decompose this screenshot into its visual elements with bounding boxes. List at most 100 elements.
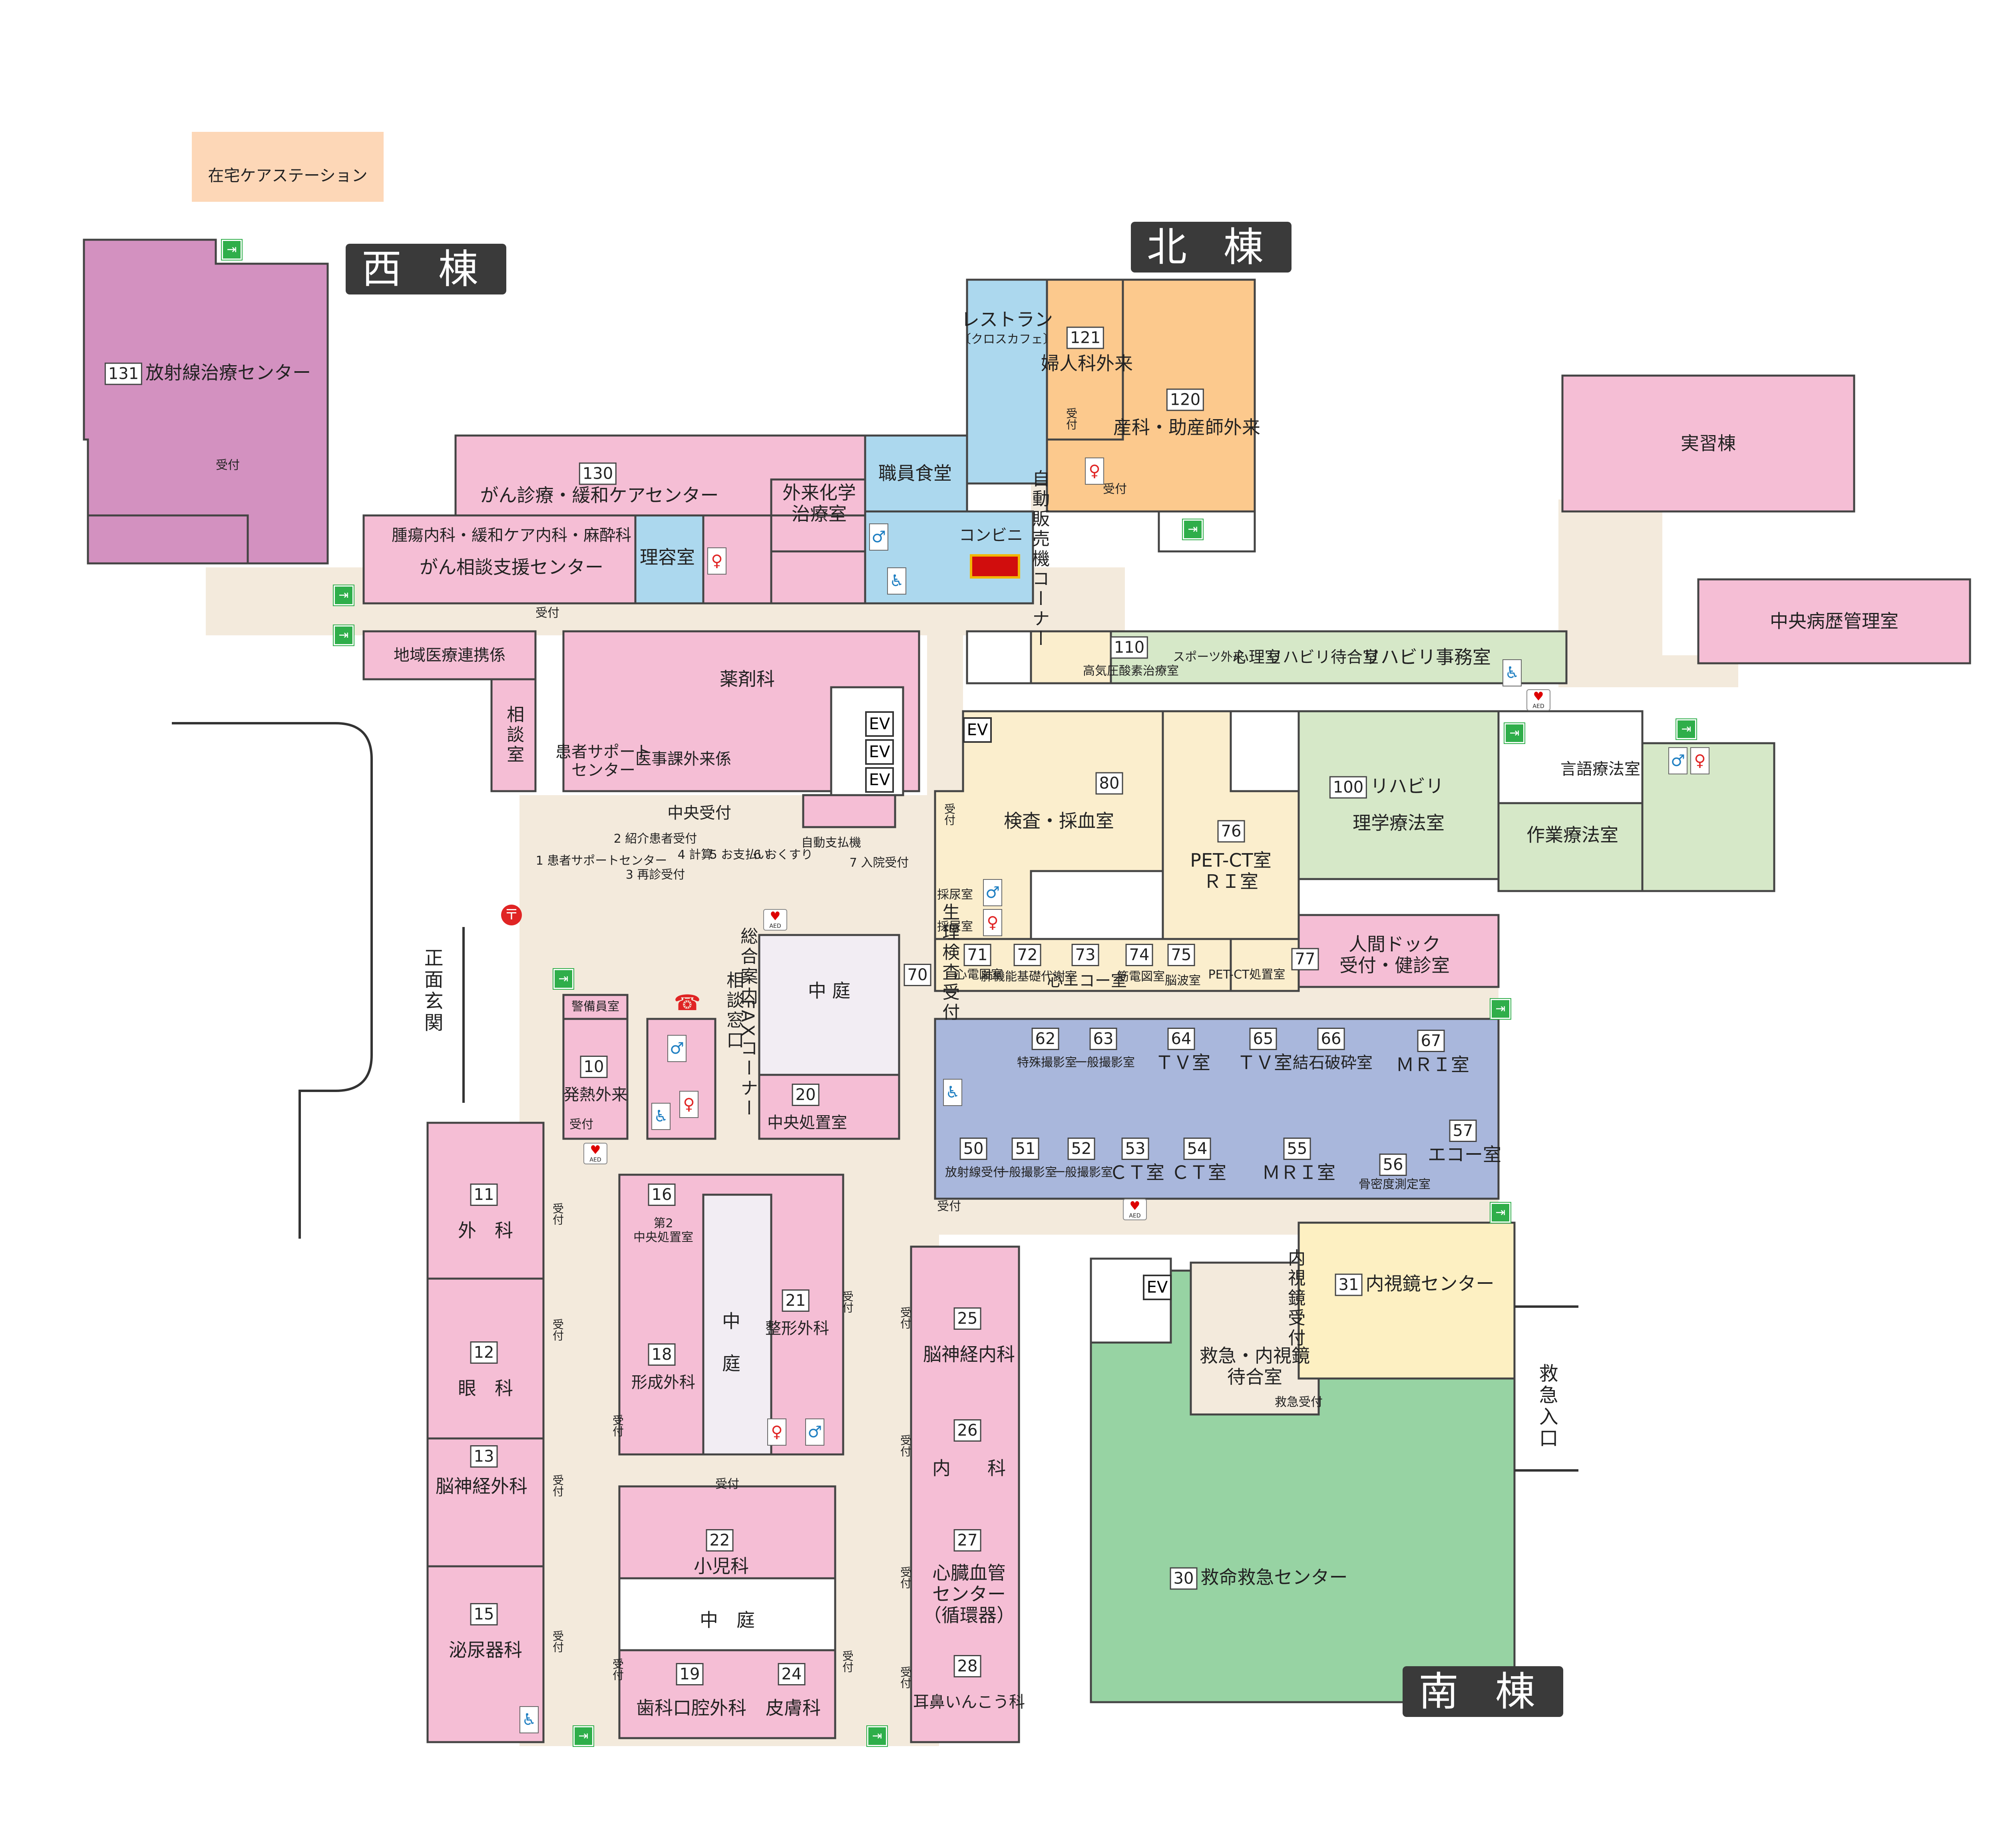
room-staff-cafeteria[interactable]: 職員食堂 xyxy=(878,462,952,484)
room-security[interactable]: 警備員室 xyxy=(571,999,619,1014)
elevator-2[interactable]: EV xyxy=(865,739,894,765)
room-63-number: 63 xyxy=(1089,1028,1120,1050)
room-pt[interactable]: 理学療法室 xyxy=(1353,812,1445,834)
room-121[interactable]: 婦人科外来 xyxy=(1041,352,1133,374)
room-65[interactable]: ＴＶ室 xyxy=(1237,1052,1292,1074)
room-consult[interactable]: 相談室 xyxy=(503,705,524,765)
room-13[interactable]: 脳神経外科 xyxy=(436,1475,527,1497)
consult-window[interactable]: 相談窓口 xyxy=(723,971,744,1051)
room-10[interactable]: 発熱外来 xyxy=(563,1086,627,1104)
room-63[interactable]: 一般撮影室 xyxy=(1075,1055,1135,1070)
room-74[interactable]: 筋電図室 xyxy=(1117,969,1165,984)
room-51[interactable]: 一般撮影室 xyxy=(997,1165,1057,1180)
room-urine-1[interactable]: 採尿室 xyxy=(937,887,973,902)
courtyard-1-label: 中 庭 xyxy=(808,980,851,1002)
room-medical-affairs[interactable]: 医事課外来係 xyxy=(635,750,731,768)
room-76[interactable]: PET-CT室 ＲＩ室 xyxy=(1190,849,1272,892)
room-56[interactable]: 骨密度測定室 xyxy=(1359,1177,1431,1192)
room-77[interactable]: 人間ドック 受付・健診室 xyxy=(1339,933,1450,976)
room-130-sub2[interactable]: がん相談支援センター xyxy=(420,556,603,578)
elevator-4[interactable]: EV xyxy=(963,717,992,743)
room-62[interactable]: 特殊撮影室 xyxy=(1017,1055,1077,1070)
room-57[interactable]: エコー室 xyxy=(1428,1144,1501,1166)
er-reception[interactable]: 救急受付 xyxy=(1275,1395,1323,1409)
room-restaurant[interactable]: レストラン xyxy=(961,308,1053,330)
er-waiting-room[interactable]: 救急・内視鏡 待合室 xyxy=(1200,1345,1310,1388)
room-64[interactable]: ＴＶ室 xyxy=(1155,1052,1210,1074)
room-71[interactable]: 心電図室 xyxy=(955,967,1003,982)
room-psychology[interactable]: 心理室 xyxy=(1233,648,1281,666)
window-5[interactable]: 5 お支払い xyxy=(709,847,769,862)
room-53[interactable]: ＣＴ室 xyxy=(1109,1162,1164,1184)
room-80[interactable]: 検査・採血室 xyxy=(1004,810,1114,832)
room-19[interactable]: 歯科口腔外科 xyxy=(636,1697,746,1719)
room-73[interactable]: 心エコー室 xyxy=(1047,972,1127,990)
window-3[interactable]: 3 再診受付 xyxy=(625,867,685,882)
elevator-1[interactable]: EV xyxy=(865,711,894,737)
window-1[interactable]: 1 患者サポートセンター xyxy=(535,853,667,868)
room-15[interactable]: 泌尿器科 xyxy=(449,1639,522,1661)
elevator-3[interactable]: EV xyxy=(865,767,894,793)
room-50[interactable]: 放射線受付 xyxy=(945,1165,1005,1180)
room-54[interactable]: ＣＴ室 xyxy=(1171,1162,1226,1184)
room-26[interactable]: 内 科 xyxy=(932,1457,1006,1479)
room-11[interactable]: 外 科 xyxy=(458,1219,513,1241)
general-info[interactable]: 総合案内 xyxy=(737,927,758,1007)
room-10-number: 10 xyxy=(580,1056,611,1078)
room-66[interactable]: 結石破砕室 xyxy=(1293,1054,1373,1072)
window-6[interactable]: 6 おくすり xyxy=(753,847,813,862)
window-4[interactable]: 4 計算 xyxy=(677,847,713,862)
reception-25: 受付 xyxy=(899,1307,912,1329)
room-20[interactable]: 中央処置室 xyxy=(767,1114,847,1132)
room-21[interactable]: 整形外科 xyxy=(765,1319,829,1338)
room-patient-support[interactable]: 患者サポート センター xyxy=(555,743,651,780)
room-70[interactable]: 生理検査受付 xyxy=(939,903,960,1023)
room-petct-treat[interactable]: PET-CT処置室 xyxy=(1208,967,1286,982)
room-pharmacy[interactable]: 薬剤科 xyxy=(720,668,775,690)
room-16[interactable]: 第2 中央処置室 xyxy=(633,1216,693,1244)
reception-10: 受付 xyxy=(569,1117,593,1132)
room-24[interactable]: 皮膚科 xyxy=(766,1697,821,1719)
room-speech[interactable]: 言語療法室 xyxy=(1560,760,1640,778)
elevator-5[interactable]: EV xyxy=(1143,1275,1172,1300)
room-110[interactable]: 高気圧酸素治療室 xyxy=(1083,664,1179,678)
room-52[interactable]: 一般撮影室 xyxy=(1053,1165,1113,1180)
room-72[interactable]: 肺機能基礎代謝室 xyxy=(981,969,1077,984)
room-regional[interactable]: 地域医療連携係 xyxy=(394,646,505,664)
room-chemo[interactable]: 外来化学 治療室 xyxy=(782,482,856,525)
er-entrance[interactable]: 救急入口 xyxy=(1535,1363,1558,1450)
room-urine-2[interactable]: 採尿室 xyxy=(937,919,973,934)
room-55[interactable]: ＭＲＩ室 xyxy=(1262,1162,1335,1184)
room-28[interactable]: 耳鼻いんこう科 xyxy=(913,1693,1025,1711)
male-toilet-icon: ♂ xyxy=(667,1035,687,1062)
room-rehab-waiting[interactable]: リハビリ待合室 xyxy=(1267,648,1379,666)
room-25[interactable]: 脳神経内科 xyxy=(923,1343,1015,1365)
room-convenience[interactable]: コンビニ xyxy=(959,526,1023,545)
room-rehab-office[interactable]: リハビリ事務室 xyxy=(1362,646,1491,668)
room-75[interactable]: 脳波室 xyxy=(1165,973,1201,988)
room-130-name[interactable]: がん診療・緩和ケアセンター xyxy=(480,484,719,506)
room-27[interactable]: 心臓血管 センター （循環器） xyxy=(923,1562,1015,1626)
central-reception[interactable]: 中央受付 xyxy=(663,804,736,822)
room-67[interactable]: ＭＲＩ室 xyxy=(1396,1054,1469,1076)
room-sports[interactable]: スポーツ外来 xyxy=(1173,650,1245,664)
room-12[interactable]: 眼 科 xyxy=(458,1377,513,1399)
endoscopy-reception[interactable]: 内視鏡受付 xyxy=(1285,1249,1305,1349)
window-7[interactable]: 7 入院受付 xyxy=(849,855,909,870)
room-21-number: 21 xyxy=(782,1289,813,1312)
fax-corner[interactable]: FAXコーナー xyxy=(737,999,758,1119)
main-entrance[interactable]: 正面玄関 xyxy=(420,948,443,1034)
room-ot[interactable]: 作業療法室 xyxy=(1526,824,1618,846)
emergency-exit-icon: ⇥ xyxy=(333,625,354,646)
window-2[interactable]: 2 紹介患者受付 xyxy=(613,832,697,846)
room-72-number: 72 xyxy=(1013,944,1045,966)
room-18[interactable]: 形成外科 xyxy=(631,1373,695,1392)
room-120[interactable]: 産科・助産師外来 xyxy=(1113,416,1260,438)
window-auto-pay[interactable]: 自動支払機 xyxy=(801,835,861,850)
room-22[interactable]: 小児科 xyxy=(694,1555,749,1577)
room-barber[interactable]: 理容室 xyxy=(640,546,695,568)
